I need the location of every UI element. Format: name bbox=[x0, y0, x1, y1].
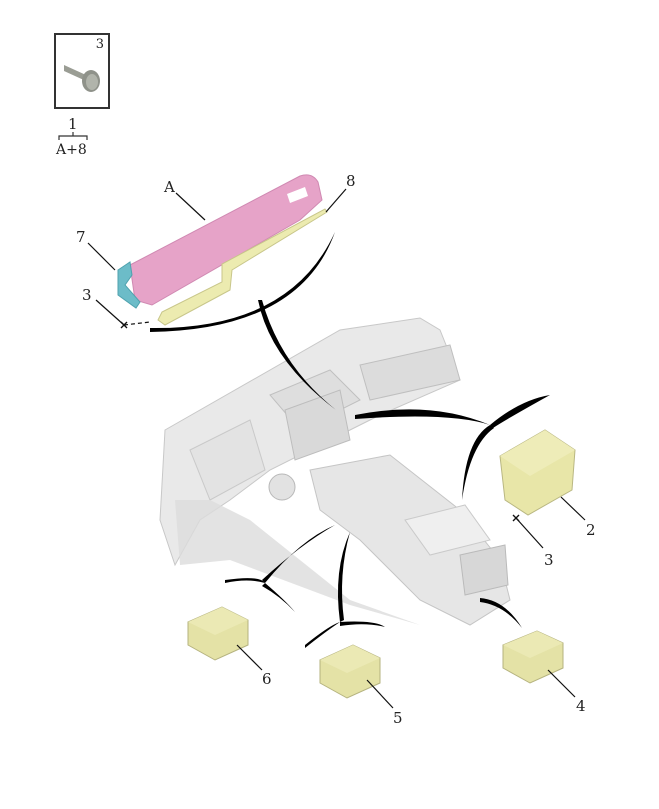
group-number: 1 bbox=[68, 115, 78, 133]
screw-markers bbox=[120, 321, 520, 522]
instrument-panel bbox=[159, 317, 461, 567]
group-members: A+8 bbox=[56, 142, 87, 158]
callout-3-module: 3 bbox=[544, 551, 554, 569]
callout-6: 6 bbox=[262, 670, 272, 688]
callout-3-trim: 3 bbox=[82, 286, 92, 304]
screw-icon bbox=[64, 65, 100, 92]
center-console bbox=[175, 454, 511, 626]
inset-quantity: 3 bbox=[95, 37, 104, 52]
callout-7: 7 bbox=[76, 228, 86, 246]
switch-module-6 bbox=[187, 606, 249, 661]
callout-8: 8 bbox=[346, 172, 356, 190]
fastener-inset: 3 bbox=[54, 33, 110, 109]
trim-bracket-8 bbox=[157, 208, 328, 326]
switch-module-5 bbox=[319, 644, 381, 699]
callout-2: 2 bbox=[586, 521, 596, 539]
control-module-2 bbox=[499, 429, 576, 516]
callout-A: A bbox=[164, 178, 175, 196]
callout-sweeps bbox=[150, 232, 550, 648]
end-cap-7 bbox=[117, 261, 141, 309]
leader-lines bbox=[87, 188, 586, 709]
callout-4: 4 bbox=[576, 697, 586, 715]
callout-5: 5 bbox=[393, 709, 403, 727]
